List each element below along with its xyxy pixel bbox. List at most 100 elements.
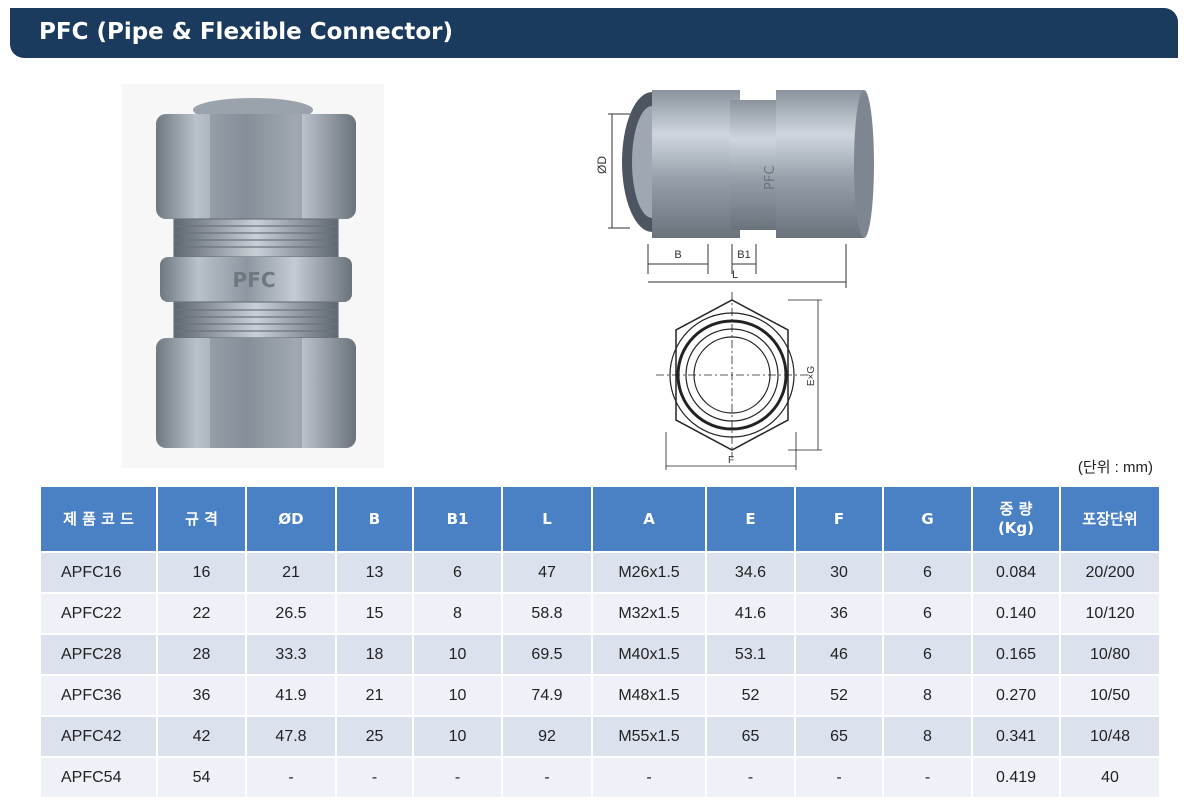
title-bar: PFC (Pipe & Flexible Connector) xyxy=(10,8,1178,58)
table-cell: 0.419 xyxy=(972,756,1061,797)
table-cell: - xyxy=(795,756,884,797)
table-cell: - xyxy=(502,756,593,797)
column-header: A xyxy=(592,487,707,552)
table-cell: - xyxy=(246,756,337,797)
table-cell: 0.140 xyxy=(972,592,1061,634)
table-cell: 10 xyxy=(413,674,503,716)
label-b: B xyxy=(674,249,681,261)
table-cell: 10/50 xyxy=(1060,674,1159,716)
column-header: B xyxy=(336,487,414,552)
product-photo: PFC xyxy=(122,84,384,468)
table-cell: 18 xyxy=(336,633,414,675)
table-cell: 41.9 xyxy=(246,674,337,716)
table-cell: 53.1 xyxy=(706,633,796,675)
table-cell: 10/80 xyxy=(1060,633,1159,675)
table-cell: M32x1.5 xyxy=(592,592,707,634)
table-cell: 8 xyxy=(883,715,973,757)
table-cell: 6 xyxy=(413,551,503,593)
table-cell: M40x1.5 xyxy=(592,633,707,675)
column-header: 포장단위 xyxy=(1060,487,1159,552)
label-b1: B1 xyxy=(737,249,750,261)
table-cell: 52 xyxy=(706,674,796,716)
hex-front-drawing: E×G F xyxy=(656,292,822,470)
column-header: F xyxy=(795,487,884,552)
table-cell: 13 xyxy=(336,551,414,593)
table-cell: 47.8 xyxy=(246,715,337,757)
table-cell: APFC16 xyxy=(41,551,158,593)
column-header: L xyxy=(502,487,593,552)
label-exg: E×G xyxy=(806,366,817,387)
table-cell: M55x1.5 xyxy=(592,715,707,757)
table-cell: 10 xyxy=(413,715,503,757)
side-view-drawing: PFC ØD B B1 L xyxy=(595,90,874,288)
table-cell: 6 xyxy=(883,592,973,634)
table-cell: 74.9 xyxy=(502,674,593,716)
page-title: PFC (Pipe & Flexible Connector) xyxy=(39,19,454,45)
table-cell: 8 xyxy=(883,674,973,716)
table-cell: 52 xyxy=(795,674,884,716)
table-cell: 69.5 xyxy=(502,633,593,675)
table-cell: 92 xyxy=(502,715,593,757)
table-cell: 28 xyxy=(157,633,247,675)
unit-note: (단위 : mm) xyxy=(1077,459,1153,476)
label-l: L xyxy=(732,269,738,281)
table-cell: 16 xyxy=(157,551,247,593)
table-cell: 6 xyxy=(883,633,973,675)
table-cell: APFC22 xyxy=(41,592,158,634)
table-cell: APFC28 xyxy=(41,633,158,675)
photo-stamp: PFC xyxy=(233,268,276,292)
label-f: F xyxy=(728,455,734,466)
table-cell: 42 xyxy=(157,715,247,757)
table-cell: 46 xyxy=(795,633,884,675)
table-cell: APFC36 xyxy=(41,674,158,716)
table-cell: 20/200 xyxy=(1060,551,1159,593)
column-header: 중 량 (Kg) xyxy=(972,487,1061,552)
table-cell: 22 xyxy=(157,592,247,634)
table-cell: 33.3 xyxy=(246,633,337,675)
table-cell: 40 xyxy=(1060,756,1159,797)
table-cell: 8 xyxy=(413,592,503,634)
table-cell: 36 xyxy=(795,592,884,634)
table-cell: 21 xyxy=(336,674,414,716)
table-cell: 65 xyxy=(795,715,884,757)
table-cell: 34.6 xyxy=(706,551,796,593)
table-cell: 30 xyxy=(795,551,884,593)
column-header: B1 xyxy=(413,487,503,552)
table-cell: 0.270 xyxy=(972,674,1061,716)
table-cell: 25 xyxy=(336,715,414,757)
table-cell: 21 xyxy=(246,551,337,593)
column-header: G xyxy=(883,487,973,552)
column-header: E xyxy=(706,487,796,552)
table-cell: 10/120 xyxy=(1060,592,1159,634)
label-diameter: ØD xyxy=(595,156,609,174)
table-cell: - xyxy=(336,756,414,797)
table-cell: 26.5 xyxy=(246,592,337,634)
table-cell: 54 xyxy=(157,756,247,797)
table-cell: - xyxy=(592,756,707,797)
table-cell: - xyxy=(706,756,796,797)
table-cell: APFC54 xyxy=(41,756,158,797)
table-cell: 0.341 xyxy=(972,715,1061,757)
table-cell: M48x1.5 xyxy=(592,674,707,716)
drawing-stamp: PFC xyxy=(763,166,778,190)
table-cell: 65 xyxy=(706,715,796,757)
table-cell: 10 xyxy=(413,633,503,675)
table-cell: 0.165 xyxy=(972,633,1061,675)
table-cell: 0.084 xyxy=(972,551,1061,593)
table-cell: 15 xyxy=(336,592,414,634)
column-header: ØD xyxy=(246,487,337,552)
column-header: 제 품 코 드 xyxy=(41,487,158,552)
table-cell: 6 xyxy=(883,551,973,593)
table-cell: 41.6 xyxy=(706,592,796,634)
column-header: 규 격 xyxy=(157,487,247,552)
table-cell: APFC42 xyxy=(41,715,158,757)
